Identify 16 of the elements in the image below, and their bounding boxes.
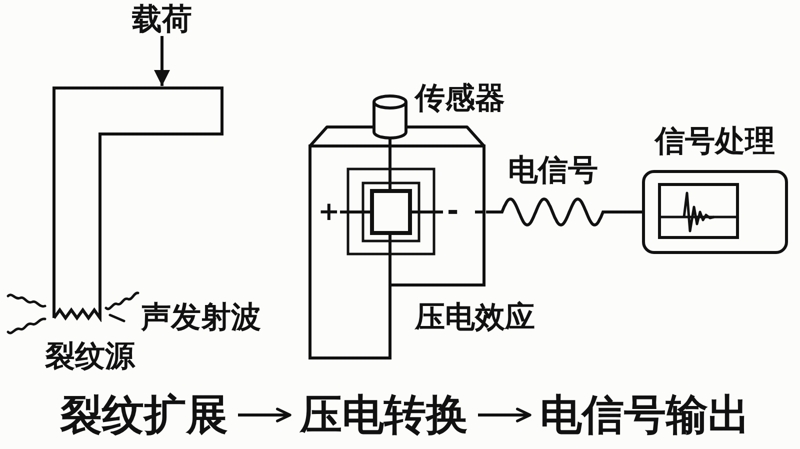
panel-heading: 信号处理	[655, 126, 775, 158]
arrow	[154, 36, 170, 86]
sensor-label: 传感器	[415, 83, 505, 115]
wavy-signal-line	[486, 198, 642, 226]
minus-sign: -	[447, 197, 459, 225]
load-label: 载荷	[132, 4, 192, 36]
flow-step-text: 电信号输出	[532, 392, 758, 438]
sensor-cylinder	[372, 94, 408, 141]
flow-step-text: 裂纹扩展	[52, 392, 236, 438]
arrow	[238, 408, 292, 422]
arrow	[478, 408, 532, 422]
crack-source-label: 裂纹源	[45, 341, 135, 373]
plus-sign: +	[318, 199, 340, 225]
flow-step-text: 压电转换	[292, 392, 476, 438]
acoustic-emission-label: 声发射波	[141, 302, 261, 334]
piezoelectric-effect-label: 压电效应	[415, 302, 535, 334]
